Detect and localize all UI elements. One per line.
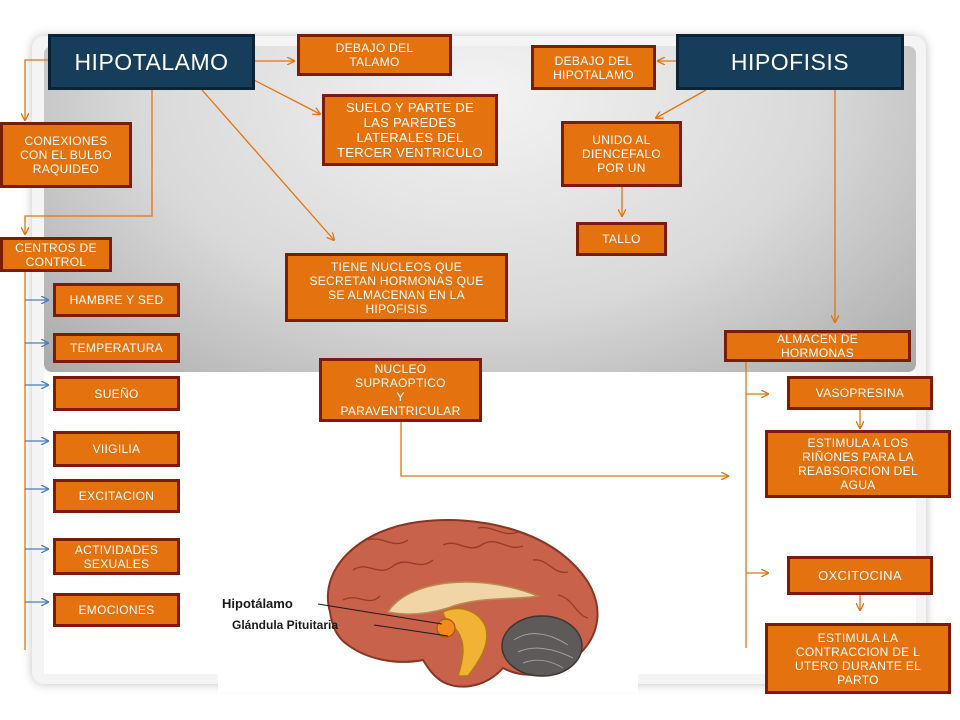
box-centro-sueno: SUEÑO	[53, 376, 180, 411]
box-tiene-nucleos: TIENE NUCLEOS QUE SECRETAN HORMONAS QUE …	[285, 253, 508, 322]
box-centro-excitacion: EXCITACION	[53, 479, 180, 513]
box-centro-temperatura: TEMPERATURA	[53, 333, 180, 363]
brain-label-glandula: Glándula Pituitaria	[232, 618, 339, 632]
box-suelo-paredes: SUELO Y PARTE DE LAS PAREDES LATERALES D…	[322, 94, 498, 166]
brain-illustration	[218, 500, 638, 692]
brain-label-hipotalamo: Hipotálamo	[222, 596, 293, 611]
box-vasopresina: VASOPRESINA	[787, 376, 933, 410]
brain-image	[317, 519, 599, 688]
box-conexiones-bulbo: CONEXIONES CON EL BULBO RAQUIDEO	[0, 122, 132, 188]
box-centro-vigilia: VIIGILIA	[53, 431, 180, 467]
box-centro-emociones: EMOCIONES	[53, 593, 180, 627]
box-debajo-hipotalamo: DEBAJO DEL HIPOTALAMO	[531, 45, 656, 90]
box-centro-hambre-sed: HAMBRE Y SED	[53, 283, 180, 317]
box-oxcitocina: OXCITOCINA	[787, 556, 933, 595]
box-estimula-rinones: ESTIMULA A LOS RIÑONES PARA LA REABSORCI…	[765, 430, 951, 498]
box-nucleo-supraoptico: NUCLEO SUPRAOPTICO Y PARAVENTRICULAR	[319, 358, 482, 422]
box-centro-actividades-sexuales: ACTIVIDADES SEXUALES	[53, 538, 180, 575]
box-debajo-talamo: DEBAJO DEL TALAMO	[297, 34, 452, 76]
title-hipotalamo: HIPOTALAMO	[48, 34, 255, 90]
box-centros-control: CENTROS DE CONTROL	[0, 237, 112, 272]
box-unido-diencefalo: UNIDO AL DIENCEFALO POR UN	[561, 121, 682, 187]
box-almacen-hormonas: ALMACEN DE HORMONAS	[724, 330, 911, 362]
box-tallo: TALLO	[576, 222, 667, 256]
title-hipofisis: HIPOFISIS	[676, 34, 904, 90]
box-estimula-utero: ESTIMULA LA CONTRACCION DE L UTERO DURAN…	[765, 623, 951, 694]
